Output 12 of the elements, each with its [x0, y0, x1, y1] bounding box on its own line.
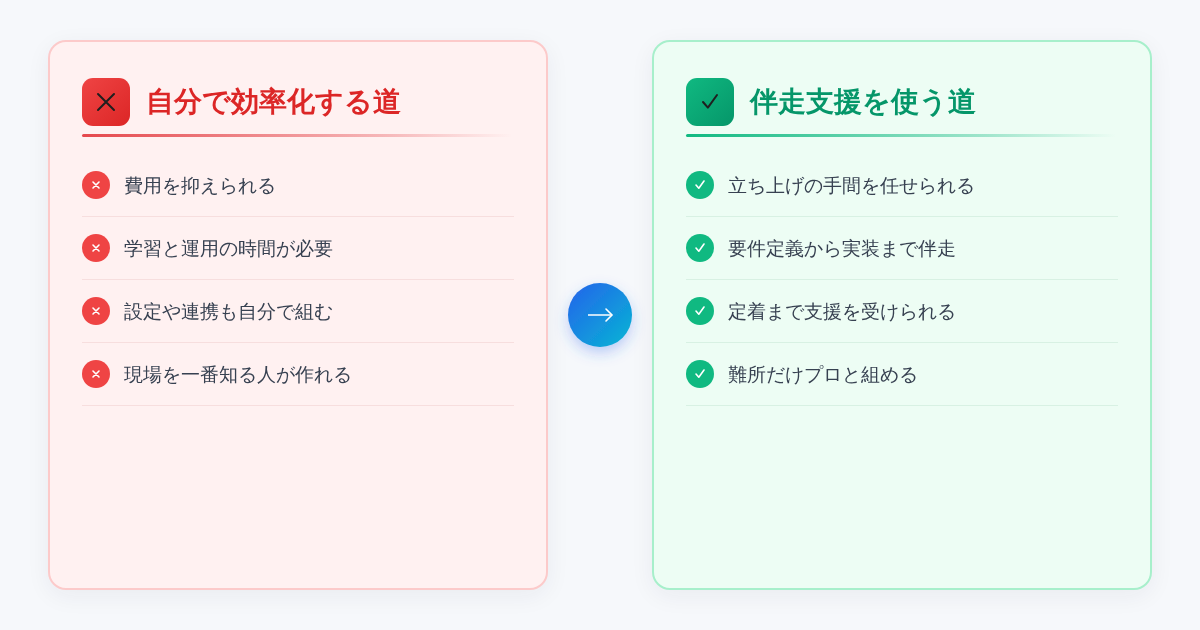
- list-item-text: 学習と運用の時間が必要: [124, 236, 333, 261]
- list-item-text: 要件定義から実装まで伴走: [728, 236, 956, 261]
- list-item-text: 現場を一番知る人が作れる: [124, 362, 352, 387]
- comparison-card: [652, 40, 1152, 590]
- list-item-text: 設定や連携も自分で組む: [124, 299, 333, 324]
- card-title: 伴走支援を使う道: [750, 84, 976, 120]
- list-item-text: 費用を抑えられる: [124, 173, 276, 198]
- list-item-text: 定着まで支援を受けられる: [728, 299, 956, 324]
- list-item-text: 立ち上げの手間を任せられる: [728, 173, 975, 198]
- card-title: 自分で効率化する道: [146, 84, 401, 120]
- list-item-text: 難所だけプロと組める: [728, 362, 918, 387]
- comparison-card: [48, 40, 548, 590]
